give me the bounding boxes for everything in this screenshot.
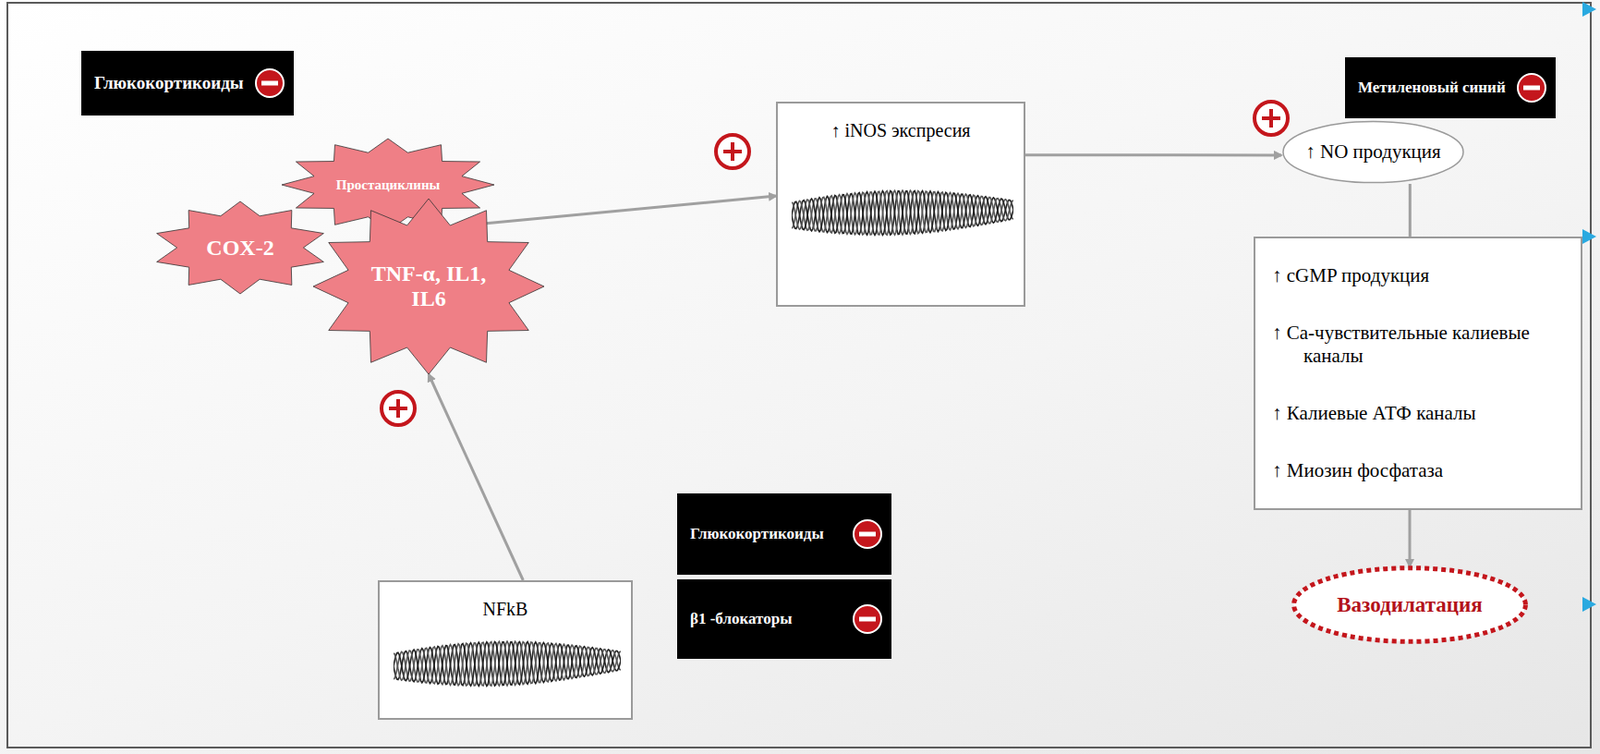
- node-label: Простациклины: [336, 177, 441, 194]
- gene-box: NFkB: [377, 580, 633, 720]
- effect-item: ↑ Миозин фосфатаза: [1272, 459, 1568, 483]
- node-label: TNF-α, IL1, IL6: [368, 261, 489, 312]
- gene-box: ↑ iNOS экспресия: [775, 101, 1026, 307]
- node-label: Метиленовый синий: [1357, 78, 1506, 97]
- inhibitor-box: Глюкокортикоиды: [81, 50, 294, 116]
- node-label: Вазодилатация: [1336, 593, 1483, 618]
- minus-sign: [850, 517, 885, 551]
- effect-list-box: ↑ cGMP продукция ↑ Са-чувствительные кали…: [1253, 236, 1583, 510]
- node-label: Глюкокортикоиды: [94, 72, 244, 94]
- frame: [7, 2, 1591, 748]
- node-label: Глюкокортикоиды: [690, 524, 825, 544]
- node-label: β1 -блокаторы: [690, 609, 792, 629]
- inhibitor-box: Метиленовый синий: [1345, 57, 1556, 119]
- arrow-connector: [428, 374, 523, 581]
- node-label: COX-2: [206, 235, 274, 261]
- oval-node: ↑ NO продукция: [1281, 120, 1466, 184]
- plus-sign: [715, 134, 750, 169]
- minus-sign: [850, 602, 885, 636]
- bullet-triangle: [1582, 1, 1597, 17]
- bullet-triangle: [1582, 229, 1597, 244]
- effect-item: ↑ Калиевые АТФ каналы: [1272, 401, 1568, 425]
- oval-node: Вазодилатация: [1291, 566, 1528, 643]
- inhibitor-box: β1 -блокаторы: [677, 579, 892, 659]
- arrow-connector: [1408, 183, 1412, 237]
- effect-item: ↑ cGMP продукция: [1272, 264, 1568, 288]
- bullet-triangle: [1582, 596, 1597, 612]
- minus-sign: [253, 66, 287, 100]
- node-label: ↑ iNOS экспресия: [830, 120, 970, 142]
- arrow-connector: [1025, 153, 1282, 157]
- plus-sign: [381, 391, 415, 425]
- arrow-connector: [1408, 509, 1412, 567]
- dna-helix: [791, 189, 1014, 242]
- arrow-connector: [484, 195, 777, 224]
- effect-item: ↑ Са-чувствительные калиевые каналы: [1272, 321, 1568, 368]
- mediator-star: TNF-α, IL1, IL6: [313, 198, 545, 375]
- node-label: ↑ NO продукция: [1305, 140, 1442, 164]
- minus-sign: [1515, 71, 1549, 105]
- dna-helix: [393, 640, 621, 692]
- plus-sign: [1254, 101, 1288, 135]
- inhibitor-box: Глюкокортикоиды: [677, 493, 892, 575]
- node-label: NFkB: [483, 598, 529, 620]
- mediator-star: COX-2: [152, 201, 328, 294]
